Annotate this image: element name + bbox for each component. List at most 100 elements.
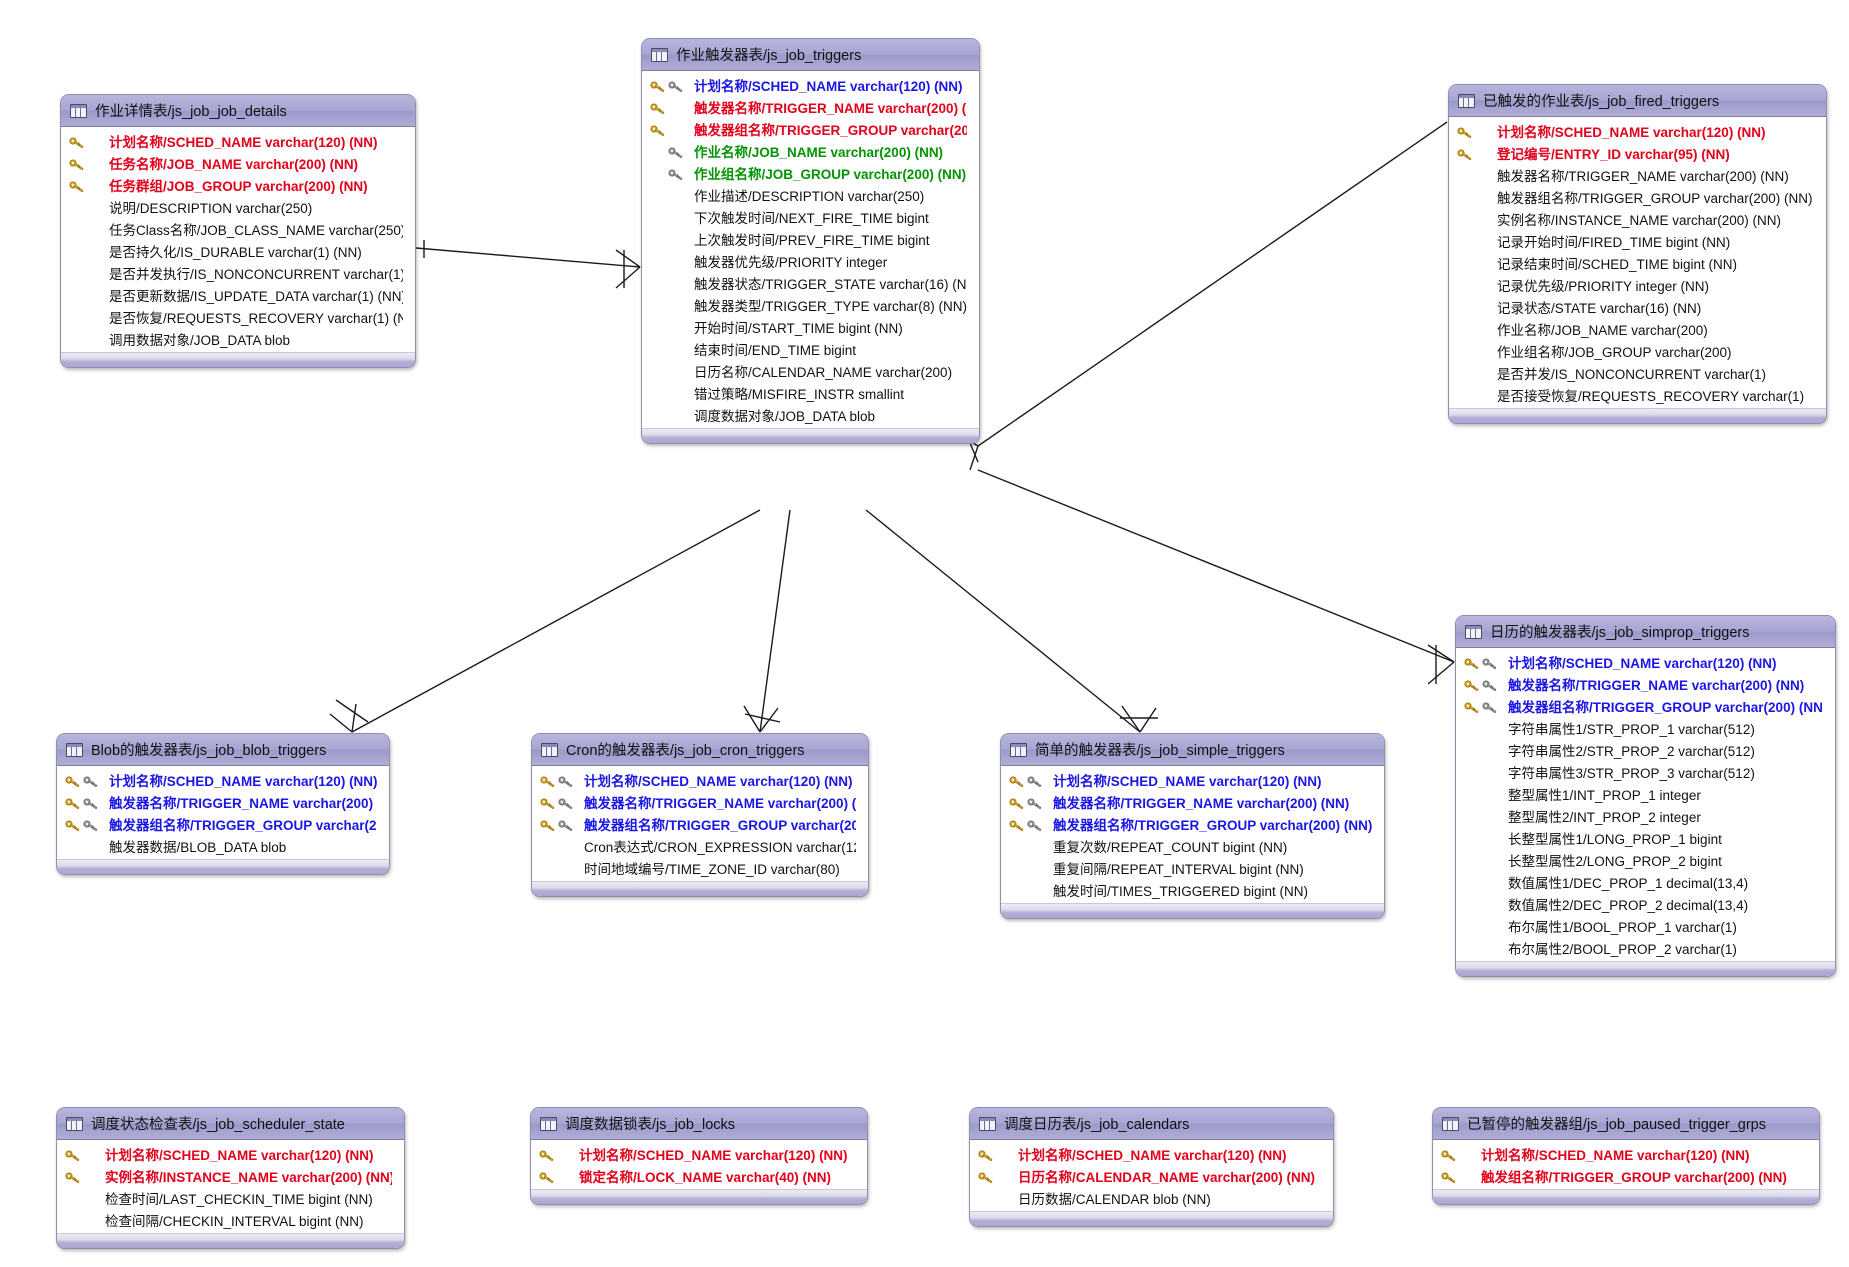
entity-job_calendars[interactable]: 调度日历表/js_job_calendars 计划名称/SCHED_NAME va… <box>969 1107 1334 1227</box>
entity-job_simple_triggers[interactable]: 简单的触发器表/js_job_simple_triggers 计划名称/SCHED… <box>1000 733 1385 919</box>
field-row[interactable]: 计划名称/SCHED_NAME varchar(120) (NN) <box>642 74 979 96</box>
entity-header-job_triggers[interactable]: 作业触发器表/js_job_triggers <box>642 39 979 71</box>
relationship-line-triggers-cron[interactable] <box>743 509 791 733</box>
field-row[interactable]: 触发器组名称/TRIGGER_GROUP varchar(200) (NN) <box>642 118 979 140</box>
field-row[interactable]: 触发器数据/BLOB_DATA blob <box>57 835 389 857</box>
field-row[interactable]: 触发器名称/TRIGGER_NAME varchar(200) (NN) <box>1456 673 1835 695</box>
field-row[interactable]: 布尔属性2/BOOL_PROP_2 varchar(1) <box>1456 937 1835 959</box>
field-row[interactable]: 计划名称/SCHED_NAME varchar(120) (NN) <box>1449 120 1826 142</box>
field-row[interactable]: 计划名称/SCHED_NAME varchar(120) (NN) <box>1001 769 1384 791</box>
entity-header-job_simple_triggers[interactable]: 简单的触发器表/js_job_simple_triggers <box>1001 734 1384 766</box>
field-row[interactable]: 计划名称/SCHED_NAME varchar(120) (NN) <box>61 130 415 152</box>
field-row[interactable]: 触发器组名称/TRIGGER_GROUP varchar(200) (NN) <box>57 813 389 835</box>
entity-job_blob_triggers[interactable]: Blob的触发器表/js_job_blob_triggers 计划名称/SCHED… <box>56 733 390 875</box>
field-row[interactable]: 是否持久化/IS_DURABLE varchar(1) (NN) <box>61 240 415 262</box>
field-row[interactable]: 作业描述/DESCRIPTION varchar(250) <box>642 184 979 206</box>
field-row[interactable]: 是否恢复/REQUESTS_RECOVERY varchar(1) (NN) <box>61 306 415 328</box>
field-row[interactable]: 记录优先级/PRIORITY integer (NN) <box>1449 274 1826 296</box>
field-row[interactable]: 数值属性1/DEC_PROP_1 decimal(13,4) <box>1456 871 1835 893</box>
field-row[interactable]: 结束时间/END_TIME bigint <box>642 338 979 360</box>
entity-job_simprop_triggers[interactable]: 日历的触发器表/js_job_simprop_triggers 计划名称/SCHE… <box>1455 615 1836 977</box>
field-row[interactable]: 计划名称/SCHED_NAME varchar(120) (NN) <box>970 1143 1333 1165</box>
field-row[interactable]: 计划名称/SCHED_NAME varchar(120) (NN) <box>1456 651 1835 673</box>
field-row[interactable]: 记录开始时间/FIRED_TIME bigint (NN) <box>1449 230 1826 252</box>
field-row[interactable]: 上次触发时间/PREV_FIRE_TIME bigint <box>642 228 979 250</box>
field-row[interactable]: 触发器组名称/TRIGGER_GROUP varchar(200) (NN) <box>1449 186 1826 208</box>
field-row[interactable]: 触发器名称/TRIGGER_NAME varchar(200) (NN) <box>532 791 868 813</box>
field-row[interactable]: 触发器优先级/PRIORITY integer <box>642 250 979 272</box>
field-row[interactable]: 实例名称/INSTANCE_NAME varchar(200) (NN) <box>1449 208 1826 230</box>
field-row[interactable]: 日历数据/CALENDAR blob (NN) <box>970 1187 1333 1209</box>
field-row[interactable]: 字符串属性1/STR_PROP_1 varchar(512) <box>1456 717 1835 739</box>
field-row[interactable]: 计划名称/SCHED_NAME varchar(120) (NN) <box>57 769 389 791</box>
entity-header-job_scheduler_state[interactable]: 调度状态检查表/js_job_scheduler_state <box>57 1108 404 1140</box>
entity-job_locks[interactable]: 调度数据锁表/js_job_locks 计划名称/SCHED_NAME varch… <box>530 1107 868 1205</box>
field-row[interactable]: 调用数据对象/JOB_DATA blob <box>61 328 415 350</box>
field-row[interactable]: 触发时间/TIMES_TRIGGERED bigint (NN) <box>1001 879 1384 901</box>
field-row[interactable]: 字符串属性2/STR_PROP_2 varchar(512) <box>1456 739 1835 761</box>
field-row[interactable]: 下次触发时间/NEXT_FIRE_TIME bigint <box>642 206 979 228</box>
field-row[interactable]: 触发器组名称/TRIGGER_GROUP varchar(200) (NN) <box>1001 813 1384 835</box>
field-row[interactable]: 记录结束时间/SCHED_TIME bigint (NN) <box>1449 252 1826 274</box>
entity-header-job_locks[interactable]: 调度数据锁表/js_job_locks <box>531 1108 867 1140</box>
relationship-line-triggers-simprop[interactable] <box>977 469 1455 685</box>
field-row[interactable]: 是否并发/IS_NONCONCURRENT varchar(1) <box>1449 362 1826 384</box>
relationship-line-triggers-blob[interactable] <box>329 509 761 733</box>
field-row[interactable]: 字符串属性3/STR_PROP_3 varchar(512) <box>1456 761 1835 783</box>
field-row[interactable]: 触发器状态/TRIGGER_STATE varchar(16) (NN) <box>642 272 979 294</box>
field-row[interactable]: 实例名称/INSTANCE_NAME varchar(200) (NN) <box>57 1165 404 1187</box>
field-row[interactable]: 计划名称/SCHED_NAME varchar(120) (NN) <box>532 769 868 791</box>
field-row[interactable]: 作业名称/JOB_NAME varchar(200) <box>1449 318 1826 340</box>
entity-header-job_calendars[interactable]: 调度日历表/js_job_calendars <box>970 1108 1333 1140</box>
entity-job_cron_triggers[interactable]: Cron的触发器表/js_job_cron_triggers 计划名称/SCHED… <box>531 733 869 897</box>
entity-header-job_simprop_triggers[interactable]: 日历的触发器表/js_job_simprop_triggers <box>1456 616 1835 648</box>
relationship-line-jobdetails-triggers[interactable] <box>415 240 641 289</box>
entity-header-job_cron_triggers[interactable]: Cron的触发器表/js_job_cron_triggers <box>532 734 868 766</box>
field-row[interactable]: 任务Class名称/JOB_CLASS_NAME varchar(250) (N… <box>61 218 415 240</box>
entity-header-job_fired_triggers[interactable]: 已触发的作业表/js_job_fired_triggers <box>1449 85 1826 117</box>
field-row[interactable]: 登记编号/ENTRY_ID varchar(95) (NN) <box>1449 142 1826 164</box>
entity-job_job_details[interactable]: 作业详情表/js_job_job_details 计划名称/SCHED_NAME … <box>60 94 416 368</box>
field-row[interactable]: 任务群组/JOB_GROUP varchar(200) (NN) <box>61 174 415 196</box>
field-row[interactable]: 触发组名称/TRIGGER_GROUP varchar(200) (NN) <box>1433 1165 1819 1187</box>
entity-header-job_job_details[interactable]: 作业详情表/js_job_job_details <box>61 95 415 127</box>
relationship-line-triggers-fired[interactable] <box>953 121 1448 471</box>
field-row[interactable]: 锁定名称/LOCK_NAME varchar(40) (NN) <box>531 1165 867 1187</box>
field-row[interactable]: 开始时间/START_TIME bigint (NN) <box>642 316 979 338</box>
field-row[interactable]: 布尔属性1/BOOL_PROP_1 varchar(1) <box>1456 915 1835 937</box>
field-row[interactable]: 触发器名称/TRIGGER_NAME varchar(200) (NN) <box>1001 791 1384 813</box>
field-row[interactable]: 触发器组名称/TRIGGER_GROUP varchar(200) (NN) <box>1456 695 1835 717</box>
field-row[interactable]: 整型属性2/INT_PROP_2 integer <box>1456 805 1835 827</box>
field-row[interactable]: 数值属性2/DEC_PROP_2 decimal(13,4) <box>1456 893 1835 915</box>
field-row[interactable]: 长整型属性1/LONG_PROP_1 bigint <box>1456 827 1835 849</box>
field-row[interactable]: 检查时间/LAST_CHECKIN_TIME bigint (NN) <box>57 1187 404 1209</box>
field-row[interactable]: 是否并发执行/IS_NONCONCURRENT varchar(1) (NN) <box>61 262 415 284</box>
field-row[interactable]: 是否更新数据/IS_UPDATE_DATA varchar(1) (NN) <box>61 284 415 306</box>
field-row[interactable]: 触发器名称/TRIGGER_NAME varchar(200) (NN) <box>57 791 389 813</box>
field-row[interactable]: 重复间隔/REPEAT_INTERVAL bigint (NN) <box>1001 857 1384 879</box>
field-row[interactable]: 日历名称/CALENDAR_NAME varchar(200) (NN) <box>970 1165 1333 1187</box>
field-row[interactable]: 检查间隔/CHECKIN_INTERVAL bigint (NN) <box>57 1209 404 1231</box>
entity-job_scheduler_state[interactable]: 调度状态检查表/js_job_scheduler_state 计划名称/SCHED… <box>56 1107 405 1249</box>
field-row[interactable]: 记录状态/STATE varchar(16) (NN) <box>1449 296 1826 318</box>
field-row[interactable]: Cron表达式/CRON_EXPRESSION varchar(120) (NN… <box>532 835 868 857</box>
field-row[interactable]: 重复次数/REPEAT_COUNT bigint (NN) <box>1001 835 1384 857</box>
field-row[interactable]: 触发器组名称/TRIGGER_GROUP varchar(200) (NN) <box>532 813 868 835</box>
relationship-line-triggers-simple[interactable] <box>865 509 1158 733</box>
field-row[interactable]: 作业名称/JOB_NAME varchar(200) (NN) <box>642 140 979 162</box>
field-row[interactable]: 日历名称/CALENDAR_NAME varchar(200) <box>642 360 979 382</box>
field-row[interactable]: 计划名称/SCHED_NAME varchar(120) (NN) <box>57 1143 404 1165</box>
entity-job_triggers[interactable]: 作业触发器表/js_job_triggers 计划名称/SCHED_NAME va… <box>641 38 980 444</box>
field-row[interactable]: 触发器名称/TRIGGER_NAME varchar(200) (NN) <box>1449 164 1826 186</box>
entity-job_paused_trigger_grps[interactable]: 已暂停的触发器组/js_job_paused_trigger_grps 计划名称/… <box>1432 1107 1820 1205</box>
field-row[interactable]: 时间地域编号/TIME_ZONE_ID varchar(80) <box>532 857 868 879</box>
entity-header-job_blob_triggers[interactable]: Blob的触发器表/js_job_blob_triggers <box>57 734 389 766</box>
entity-header-job_paused_trigger_grps[interactable]: 已暂停的触发器组/js_job_paused_trigger_grps <box>1433 1108 1819 1140</box>
field-row[interactable]: 说明/DESCRIPTION varchar(250) <box>61 196 415 218</box>
field-row[interactable]: 整型属性1/INT_PROP_1 integer <box>1456 783 1835 805</box>
field-row[interactable]: 作业组名称/JOB_GROUP varchar(200) <box>1449 340 1826 362</box>
field-row[interactable]: 错过策略/MISFIRE_INSTR smallint <box>642 382 979 404</box>
field-row[interactable]: 计划名称/SCHED_NAME varchar(120) (NN) <box>1433 1143 1819 1165</box>
field-row[interactable]: 计划名称/SCHED_NAME varchar(120) (NN) <box>531 1143 867 1165</box>
field-row[interactable]: 触发器类型/TRIGGER_TYPE varchar(8) (NN) <box>642 294 979 316</box>
